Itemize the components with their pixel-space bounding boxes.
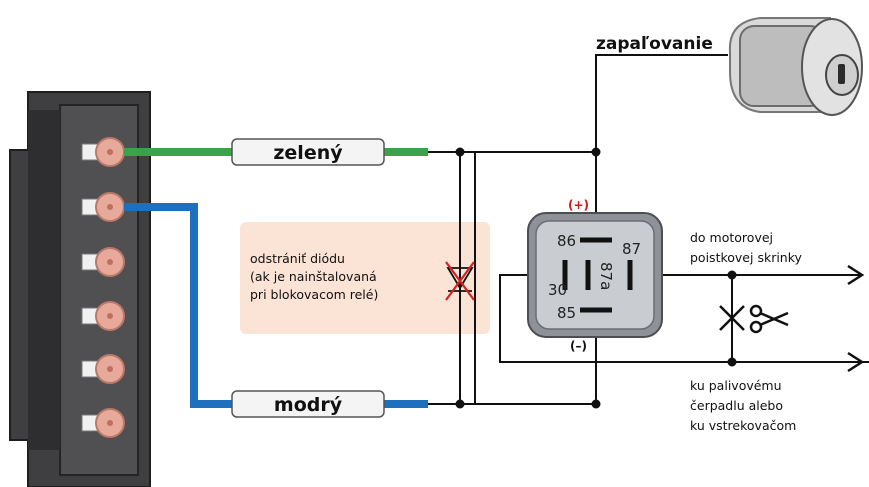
ignition-label: zapaľovanie — [596, 34, 713, 54]
blue-wire-sleeve — [231, 390, 385, 418]
diode-crossed-out-icon — [445, 261, 475, 301]
scissors-icon — [749, 304, 789, 334]
relay: 86 87 30 85 87a — [527, 212, 663, 338]
note-line-1: odstrániť diódu — [250, 251, 345, 266]
junction-dot — [727, 270, 737, 280]
relay-minus-label: (–) — [570, 339, 587, 353]
wiring-connector — [9, 91, 151, 487]
green-wire-label: zelený — [273, 142, 343, 164]
junction-dot — [727, 357, 737, 367]
output-top-line-1: do motorovej — [690, 230, 773, 245]
relay-plus-label: (+) — [568, 198, 589, 212]
output-bottom-line-3: ku vstrekovačom — [690, 418, 796, 433]
ignition-wire — [595, 54, 728, 152]
ignition-lock-icon — [728, 17, 863, 116]
note-box — [240, 222, 490, 334]
arrow-right-icon — [847, 351, 865, 373]
output-bottom-line-1: ku palivovému — [690, 378, 782, 393]
blue-wire-label: modrý — [274, 394, 343, 416]
connector-pins — [81, 137, 125, 438]
relay-pin-87: 87 — [622, 240, 641, 258]
arrow-right-icon — [847, 264, 865, 286]
relay-30-wire — [499, 274, 869, 363]
relay-pin-86: 86 — [557, 232, 576, 250]
junction-dot — [455, 399, 465, 409]
relay-pin-87a: 87a — [597, 262, 615, 290]
green-wire-sleeve — [231, 138, 385, 166]
note-line-2: (ak je nainštalovaná — [250, 269, 377, 284]
cut-mark-icon — [719, 305, 745, 331]
junction-dot — [591, 399, 601, 409]
relay-pin-85: 85 — [557, 304, 576, 322]
output-top-line-2: poistkovej skrinky — [690, 250, 803, 265]
output-bottom-line-2: čerpadlu alebo — [690, 398, 783, 413]
note-line-3: pri blokovacom relé) — [250, 287, 378, 302]
relay-pin-30: 30 — [548, 281, 567, 299]
junction-dot — [455, 147, 465, 157]
